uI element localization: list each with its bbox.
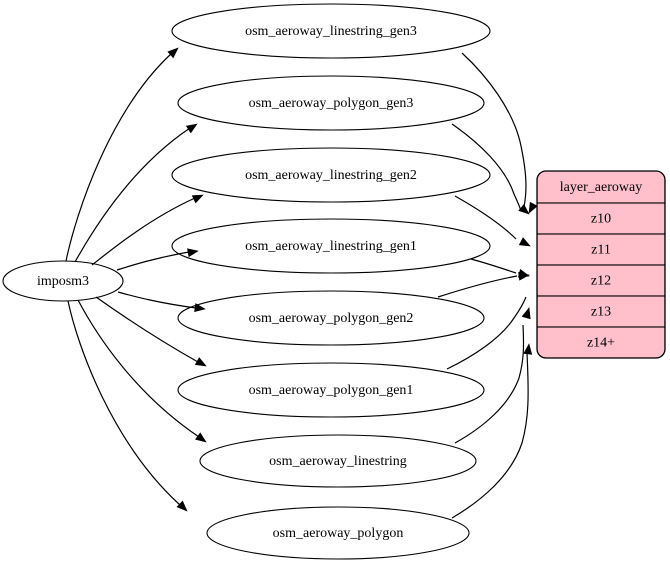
node-ellipse-shape — [199, 434, 477, 488]
edge-line — [116, 251, 190, 271]
node-osm_aeroway_polygon_gen3[interactable]: osm_aeroway_polygon_gen3 — [177, 75, 485, 131]
table-row-z12-cell[interactable] — [537, 264, 665, 297]
node-imposm3[interactable]: imposm3 — [2, 260, 124, 302]
edge-arrowhead — [195, 432, 207, 443]
edge-line — [67, 300, 181, 506]
node-ellipse-shape — [177, 290, 485, 346]
edge-line — [451, 352, 529, 519]
edge-imposm3-to-osm_aeroway_polygon — [67, 300, 188, 512]
edge-arrowhead — [518, 237, 531, 247]
edge-imposm3-to-osm_aeroway_polygon_gen3 — [74, 123, 198, 263]
node-osm_aeroway_linestring_gen3[interactable]: osm_aeroway_linestring_gen3 — [171, 3, 491, 59]
node-ellipse-shape — [171, 147, 491, 203]
node-osm_aeroway_linestring_gen2[interactable]: osm_aeroway_linestring_gen2 — [171, 147, 491, 203]
node-label: osm_aeroway_polygon_gen1 — [249, 383, 414, 398]
edge-arrowhead — [167, 47, 179, 59]
edge-osm_aeroway_polygon-to-z14plus — [451, 343, 533, 519]
edge-line — [95, 296, 199, 363]
edge-arrowhead — [518, 271, 530, 281]
edge-arrowhead — [194, 357, 207, 367]
node-osm_aeroway_polygon_gen1[interactable]: osm_aeroway_polygon_gen1 — [177, 362, 485, 418]
node-osm_aeroway_polygon[interactable]: osm_aeroway_polygon — [206, 506, 470, 560]
edge-line — [65, 52, 173, 262]
edge-arrowhead — [518, 203, 530, 215]
node-layer_aeroway[interactable]: layer_aeroway z10 z11 z12 z13 z14+ — [537, 171, 665, 358]
node-label: imposm3 — [37, 274, 89, 289]
table-row-z13-cell[interactable] — [537, 295, 665, 328]
edge-arrowhead — [176, 500, 188, 512]
node-label: osm_aeroway_polygon_gen3 — [249, 96, 414, 111]
node-label: osm_aeroway_linestring_gen2 — [245, 168, 417, 183]
edge-imposm3-to-osm_aeroway_linestring_gen3 — [65, 47, 179, 262]
edge-line — [77, 299, 200, 438]
edge-line — [74, 127, 191, 263]
edge-arrowhead — [185, 123, 198, 134]
edge-osm_aeroway_polygon_gen3-to-z10 — [451, 123, 530, 215]
node-ellipse-shape — [171, 3, 491, 59]
node-label: osm_aeroway_polygon_gen2 — [249, 311, 414, 326]
node-ellipse-shape — [206, 506, 470, 560]
node-ellipse-shape — [177, 75, 485, 131]
table-row-z12-label: z12 — [591, 274, 611, 289]
edge-line — [437, 275, 518, 298]
edge-imposm3-to-osm_aeroway_linestring — [77, 299, 207, 443]
edge-line — [454, 324, 525, 444]
node-osm_aeroway_polygon_gen2[interactable]: osm_aeroway_polygon_gen2 — [177, 290, 485, 346]
edge-arrowhead — [194, 303, 206, 312]
node-label: osm_aeroway_linestring_gen1 — [245, 239, 417, 254]
node-ellipse-shape — [2, 260, 124, 302]
edge-imposm3-to-osm_aeroway_polygon_gen2 — [117, 291, 206, 312]
edge-line — [470, 258, 517, 274]
edges-layer — [65, 47, 538, 519]
edge-arrowhead — [523, 343, 533, 355]
table-node-layer: layer_aeroway z10 z11 z12 z13 z14+ — [536, 170, 666, 359]
table-header-label: layer_aeroway — [560, 180, 642, 195]
edge-arrowhead — [187, 248, 199, 258]
table-row-z10-label: z10 — [591, 212, 611, 227]
node-ellipse-shape — [177, 362, 485, 418]
edge-line — [91, 197, 196, 266]
edge-imposm3-to-osm_aeroway_linestring_gen1 — [116, 248, 199, 271]
table-row-z10-cell[interactable] — [537, 202, 665, 235]
edge-line — [446, 296, 527, 370]
edge-osm_aeroway_linestring_gen3-to-z10 — [461, 52, 538, 214]
ellipse-nodes-layer: imposm3 osm_aeroway_linestring_gen3 osm_ae… — [2, 3, 491, 560]
edge-arrowhead — [528, 201, 538, 214]
table-row-z14plus-label: z14+ — [587, 336, 615, 351]
edge-imposm3-to-osm_aeroway_linestring_gen2 — [91, 194, 204, 266]
table-row-z13-label: z13 — [591, 305, 611, 320]
node-ellipse-shape — [171, 218, 491, 274]
node-label: osm_aeroway_linestring_gen3 — [245, 24, 417, 39]
table-node-outline — [536, 170, 666, 359]
edge-line — [461, 52, 527, 208]
edge-osm_aeroway_polygon_gen2-to-z12 — [437, 271, 530, 298]
node-label: osm_aeroway_polygon — [273, 526, 404, 541]
edge-line — [454, 195, 517, 240]
edge-arrowhead — [521, 307, 531, 320]
node-osm_aeroway_linestring[interactable]: osm_aeroway_linestring — [199, 434, 477, 488]
table-row-z14plus-cell[interactable] — [537, 326, 665, 358]
node-label: osm_aeroway_linestring — [269, 454, 407, 469]
table-row-z11-label: z11 — [591, 243, 611, 258]
node-osm_aeroway_linestring_gen1[interactable]: osm_aeroway_linestring_gen1 — [171, 218, 491, 274]
edge-line — [117, 291, 197, 309]
edge-line — [451, 123, 522, 212]
edge-arrowhead — [191, 194, 204, 204]
edge-osm_aeroway_linestring-to-z13 — [454, 307, 531, 444]
edge-imposm3-to-osm_aeroway_polygon_gen1 — [95, 296, 207, 367]
edge-osm_aeroway_linestring_gen2-to-z11 — [454, 195, 531, 247]
